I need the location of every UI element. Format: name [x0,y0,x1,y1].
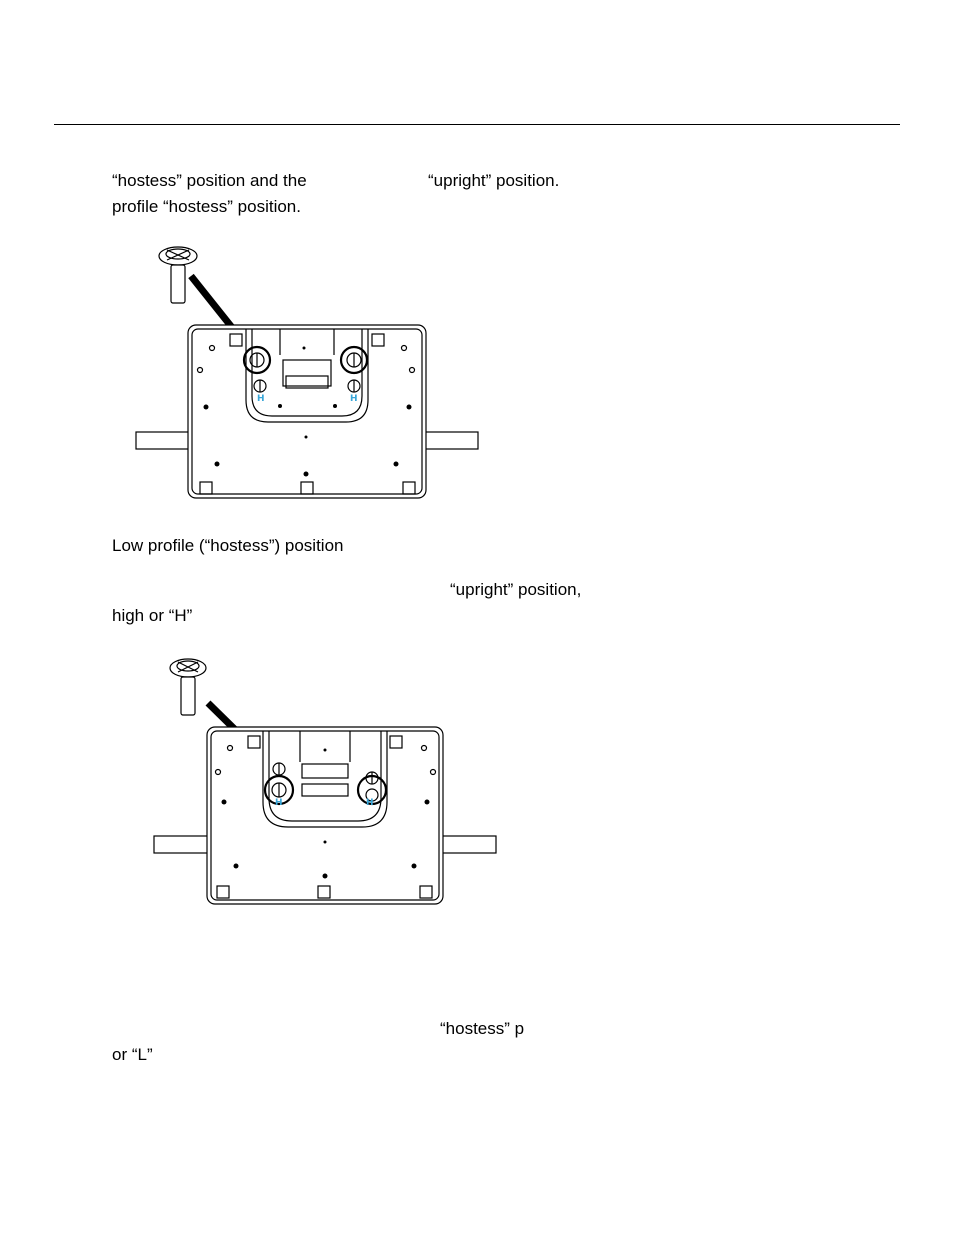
right-h-mark: H [366,798,374,808]
para2-line1: “upright” position, [450,580,582,599]
figure1-caption: Low profile (“hostess”) position [112,536,344,555]
figure-hostess-position: H H [135,246,479,499]
para3-line1: “hostess” p [440,1019,525,1038]
figure-upright-position: H H [153,658,497,905]
monitor-back-panel [206,726,444,905]
left-h-mark: H [275,798,283,808]
right-h-mark: H [350,394,358,404]
para2-line2: high or “H” [112,606,193,625]
thumbscrew-icon [158,246,198,304]
left-foot [135,431,195,450]
left-mount-highlight [263,774,295,806]
right-foot [419,431,479,450]
left-h-mark: H [257,394,265,404]
para1-line1-part1: “hostess” position and the [112,171,307,190]
right-foot [437,835,497,854]
left-mount-highlight [242,345,272,375]
left-foot [153,835,213,854]
header-rule [54,124,900,125]
thumbscrew-icon [169,658,207,716]
para1-line2: profile “hostess” position. [112,197,301,216]
para1-line1-part2: “upright” position. [428,171,560,190]
para3-line2: or “L” [112,1045,153,1064]
right-mount-highlight [356,774,388,806]
right-mount-highlight [339,345,369,375]
